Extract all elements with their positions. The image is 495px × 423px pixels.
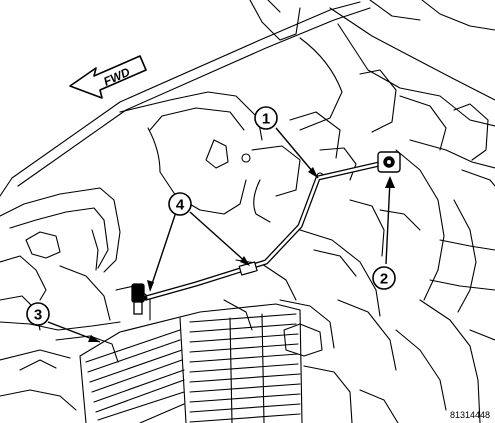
- forward-direction-arrow: FWD: [69, 55, 147, 99]
- arrow-shape: [69, 55, 147, 99]
- callout-4: 4: [168, 192, 192, 216]
- callout-4-number: 4: [176, 197, 185, 214]
- callout-3: 3: [26, 302, 50, 326]
- figure-id: 81314448: [450, 410, 490, 420]
- fwd-label: FWD: [101, 65, 132, 89]
- callout-2-number: 2: [380, 271, 388, 288]
- callout-3-number: 3: [34, 307, 42, 324]
- leader-2: [385, 179, 391, 265]
- condenser-fitting: [131, 283, 145, 315]
- leader-4b: [189, 211, 249, 265]
- leader-arrowheads: [88, 167, 395, 342]
- callout-1: 1: [254, 106, 278, 130]
- dash-fitting: [377, 151, 401, 173]
- leader-4a: [149, 205, 179, 291]
- callout-1-number: 1: [262, 111, 270, 128]
- callout-2: 2: [372, 266, 396, 290]
- ac-liquid-line: [138, 159, 391, 304]
